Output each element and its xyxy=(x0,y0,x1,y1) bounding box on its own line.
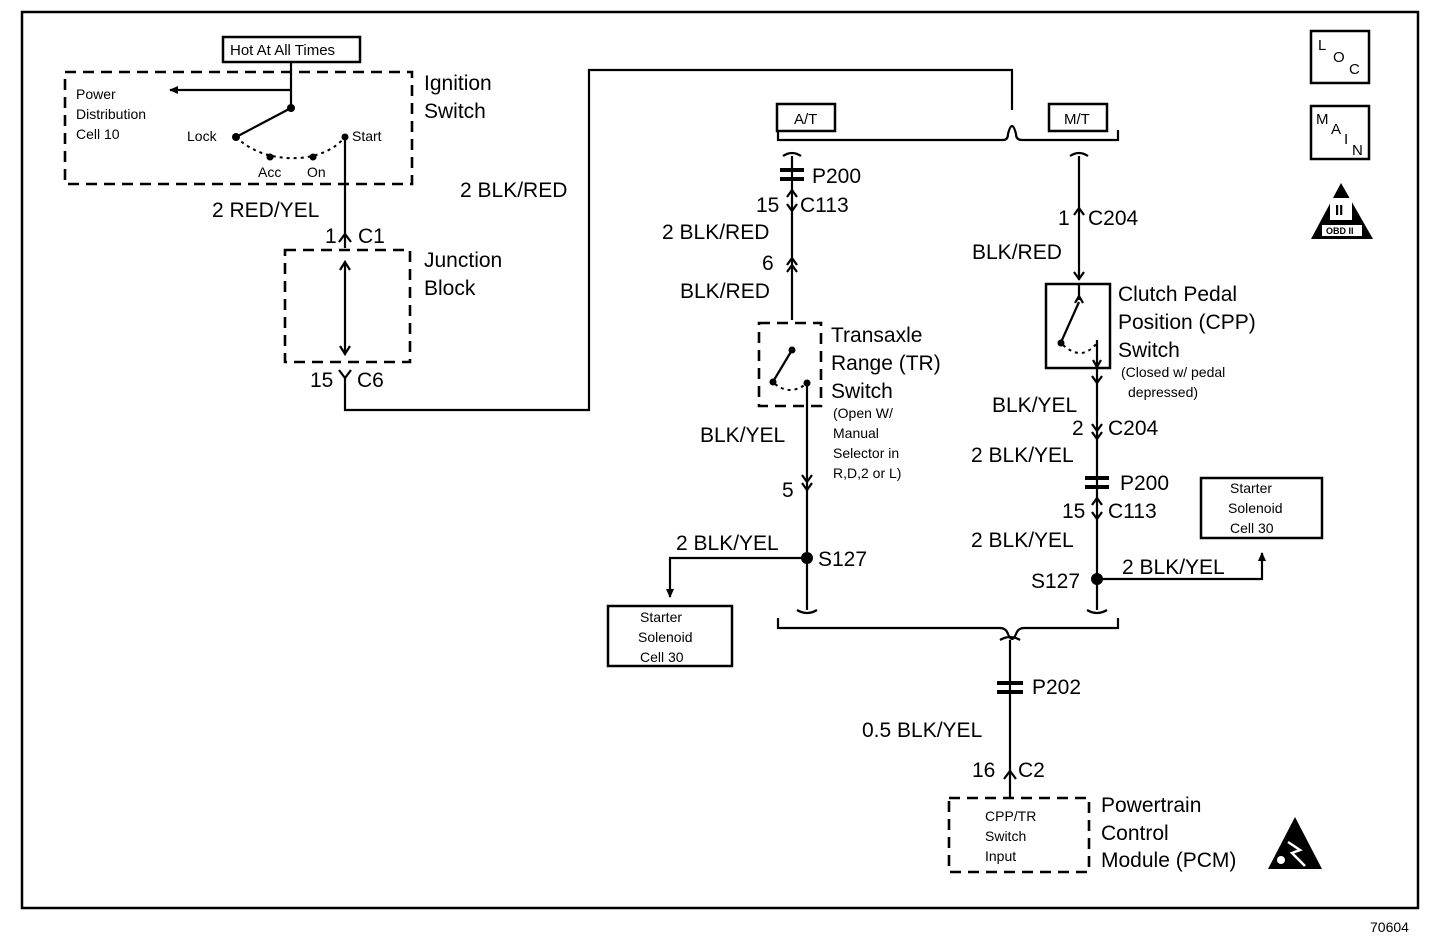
at-box xyxy=(775,102,837,133)
at-pin5: 5 xyxy=(782,479,794,502)
hot-at-all-times-label: Hot At All Times xyxy=(230,42,335,59)
starter-left-1: Starter xyxy=(640,609,682,625)
pcm-input-3: Input xyxy=(985,848,1016,864)
c6-label: C6 xyxy=(357,369,384,392)
figure-number: 70604 xyxy=(1370,919,1409,935)
loc-icon-l: L xyxy=(1318,37,1326,54)
obd-ii-icon: II OBD II xyxy=(1311,183,1373,239)
tr-note-2: Manual xyxy=(833,425,879,441)
junction-title-2: Block xyxy=(424,277,476,300)
mt-branch xyxy=(1044,151,1266,615)
obd-numeral: II xyxy=(1335,202,1343,219)
start-label: Start xyxy=(352,128,382,144)
power-dist-line2: Distribution xyxy=(76,106,146,122)
mt-c113: C113 xyxy=(1108,500,1157,523)
at-c113-pin: 15 xyxy=(756,194,779,217)
wire-red-yel: 2 RED/YEL xyxy=(212,199,319,222)
on-label: On xyxy=(307,164,326,180)
c1-label: C1 xyxy=(358,225,385,248)
mt-c204b-pin: 2 xyxy=(1072,417,1084,440)
tr-note-3: Selector in xyxy=(833,445,899,461)
main-icon-n: N xyxy=(1352,142,1363,159)
power-dist-line3: Cell 10 xyxy=(76,126,120,142)
loc-icon: L O C xyxy=(1309,29,1371,85)
p202-label: P202 xyxy=(1032,676,1081,699)
c2-label: C2 xyxy=(1018,759,1045,782)
tr-title-1: Transaxle xyxy=(831,324,922,347)
lock-label: Lock xyxy=(187,128,218,144)
at-pin6: 6 xyxy=(762,252,774,275)
mt-c204b: C204 xyxy=(1108,417,1159,440)
mt-s127: S127 xyxy=(1031,570,1080,593)
pcm-input-2: Switch xyxy=(985,828,1026,844)
acc-label: Acc xyxy=(258,164,281,180)
wire-pcm-blk-yel: 0.5 BLK/YEL xyxy=(862,719,982,742)
tr-note-4: R,D,2 or L) xyxy=(833,465,901,481)
ignition-switch: Power Distribution Cell 10 Lock Acc On S… xyxy=(63,70,414,186)
tr-switch-box xyxy=(757,321,823,408)
hot-at-all-times-box: Hot At All Times xyxy=(221,35,362,64)
at-s127: S127 xyxy=(818,548,867,571)
wire-mt-blk-yel-2a: 2 BLK/YEL xyxy=(971,444,1074,467)
cpp-title-3: Switch xyxy=(1118,339,1180,362)
diagram-frame xyxy=(20,10,1420,910)
mt-c113-pin: 15 xyxy=(1062,500,1085,523)
mt-label: M/T xyxy=(1064,111,1090,128)
wire-mt-blk-yel-2c: 2 BLK/YEL xyxy=(1122,556,1225,579)
cpp-note-2: depressed) xyxy=(1128,384,1198,400)
obd-text: OBD II xyxy=(1326,226,1354,236)
main-icon-a: A xyxy=(1331,121,1341,138)
starter-left-box xyxy=(606,604,734,668)
esd-warning-icon xyxy=(1268,817,1322,869)
starter-right-3: Cell 30 xyxy=(1230,520,1274,536)
mt-c204a-pin: 1 xyxy=(1058,207,1070,230)
ignition-title-1: Ignition xyxy=(424,72,492,95)
wire-mt-blk-yel: BLK/YEL xyxy=(992,394,1077,417)
tr-title-3: Switch xyxy=(831,380,893,403)
starter-left-2: Solenoid xyxy=(638,629,693,645)
tr-note-1: (Open W/ xyxy=(833,405,893,421)
c2-pin: 16 xyxy=(972,759,995,782)
junction-block xyxy=(283,248,412,364)
wire-at-blk-yel: BLK/YEL xyxy=(700,424,785,447)
wire-blk-red-main: 2 BLK/RED xyxy=(460,179,567,202)
c6-pin: 15 xyxy=(310,369,333,392)
pcm-title-1: Powertrain xyxy=(1101,794,1201,817)
junction-title-1: Junction xyxy=(424,249,502,272)
wire-mt-blk-yel-2b: 2 BLK/YEL xyxy=(971,529,1074,552)
wire-at-blk-red-2: 2 BLK/RED xyxy=(662,221,769,244)
main-icon-m: M xyxy=(1316,111,1329,128)
cpp-title-1: Clutch Pedal xyxy=(1118,283,1237,306)
main-icon: M A I N xyxy=(1309,104,1371,161)
mt-p200: P200 xyxy=(1120,472,1169,495)
wire-at-blk-yel-2: 2 BLK/YEL xyxy=(676,532,779,555)
main-icon-i: I xyxy=(1344,131,1348,148)
ignition-title-2: Switch xyxy=(424,100,486,123)
starter-left-3: Cell 30 xyxy=(640,649,684,665)
starter-right-2: Solenoid xyxy=(1228,500,1283,516)
loc-icon-c: C xyxy=(1349,61,1360,78)
pcm-title-3: Module (PCM) xyxy=(1101,849,1236,872)
pcm-input-1: CPP/TR xyxy=(985,808,1036,824)
c1-pin: 1 xyxy=(325,225,337,248)
cpp-note-1: (Closed w/ pedal xyxy=(1121,364,1225,380)
tr-title-2: Range (TR) xyxy=(831,352,941,375)
wire-at-blk-red: BLK/RED xyxy=(680,280,770,303)
cpp-title-2: Position (CPP) xyxy=(1118,311,1256,334)
wire-mt-blk-red: BLK/RED xyxy=(972,241,1062,264)
pcm-title-2: Control xyxy=(1101,822,1169,845)
at-p200: P200 xyxy=(812,165,861,188)
loc-icon-o: O xyxy=(1333,49,1345,66)
at-c113: C113 xyxy=(800,194,849,217)
at-label: A/T xyxy=(794,111,817,128)
mt-box xyxy=(1047,102,1109,133)
starter-right-1: Starter xyxy=(1230,480,1272,496)
at-branch xyxy=(666,151,823,615)
starter-right-box xyxy=(1199,476,1324,540)
power-dist-line1: Power xyxy=(76,86,116,102)
mt-c204a: C204 xyxy=(1088,207,1139,230)
